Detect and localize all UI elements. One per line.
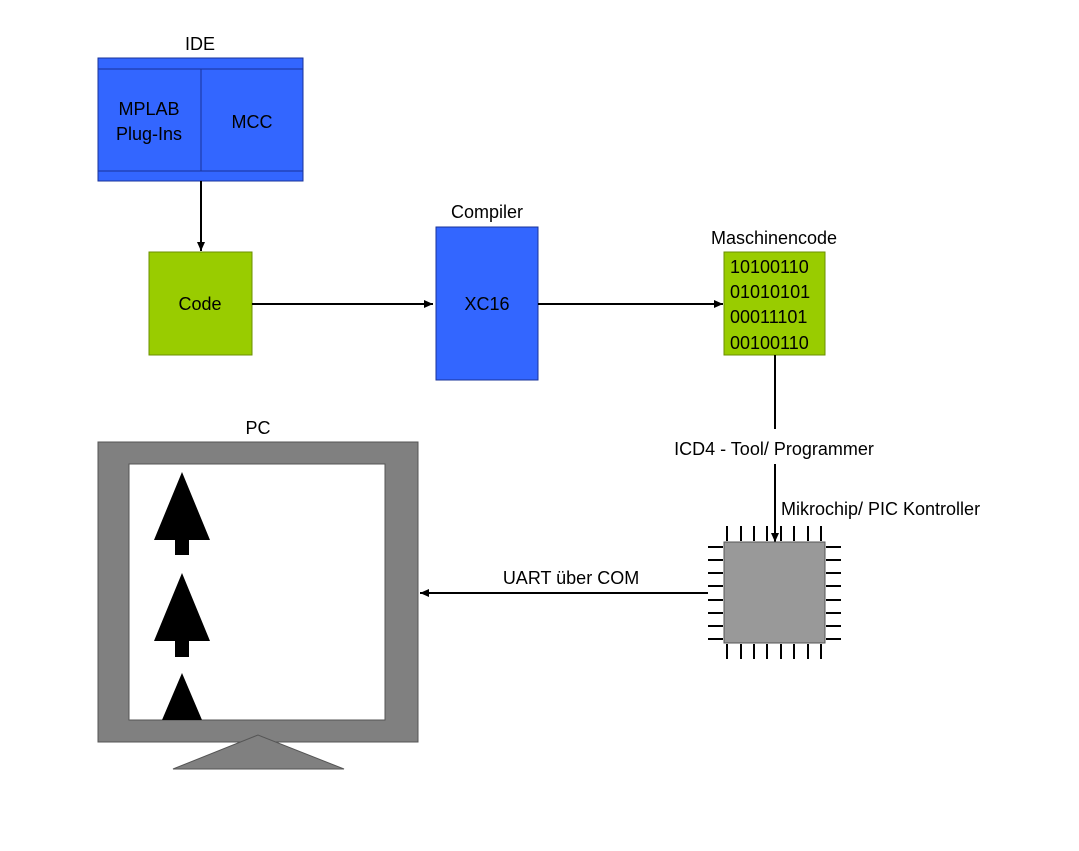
chip-label: Mikrochip/ PIC Kontroller <box>781 499 980 519</box>
machinecode-line: 00011101 <box>730 307 807 327</box>
up-arrow-icon <box>162 673 202 720</box>
pc-screen <box>128 463 386 721</box>
machinecode-line: 00100110 <box>730 333 809 353</box>
machinecode-block <box>723 251 826 356</box>
ide-plugins-label: Plug-Ins <box>116 124 182 144</box>
code-label: Code <box>178 294 221 314</box>
ide-mcc-label: MCC <box>232 112 273 132</box>
compiler-title: Compiler <box>451 202 523 222</box>
machinecode-line: 01010101 <box>730 282 810 302</box>
pc-monitor <box>97 441 419 770</box>
pc-title: PC <box>245 418 270 438</box>
compiler-label: XC16 <box>464 294 509 314</box>
ide-block <box>97 57 304 182</box>
code-block <box>148 251 253 356</box>
chip-pins <box>708 526 841 659</box>
ide-mplab-label: MPLAB <box>118 99 179 119</box>
machinecode-title: Maschinencode <box>711 228 837 248</box>
machinecode-line: 10100110 <box>730 257 809 277</box>
screen-arrows <box>154 472 210 720</box>
compiler-block <box>435 226 539 381</box>
ide-title: IDE <box>185 34 215 54</box>
up-arrow-icon <box>154 573 210 657</box>
pc-stand <box>172 734 345 770</box>
programmer-label: ICD4 - Tool/ Programmer <box>674 439 874 459</box>
uart-label: UART über COM <box>503 568 639 588</box>
chip-body <box>723 541 826 644</box>
up-arrow-icon <box>154 472 210 555</box>
